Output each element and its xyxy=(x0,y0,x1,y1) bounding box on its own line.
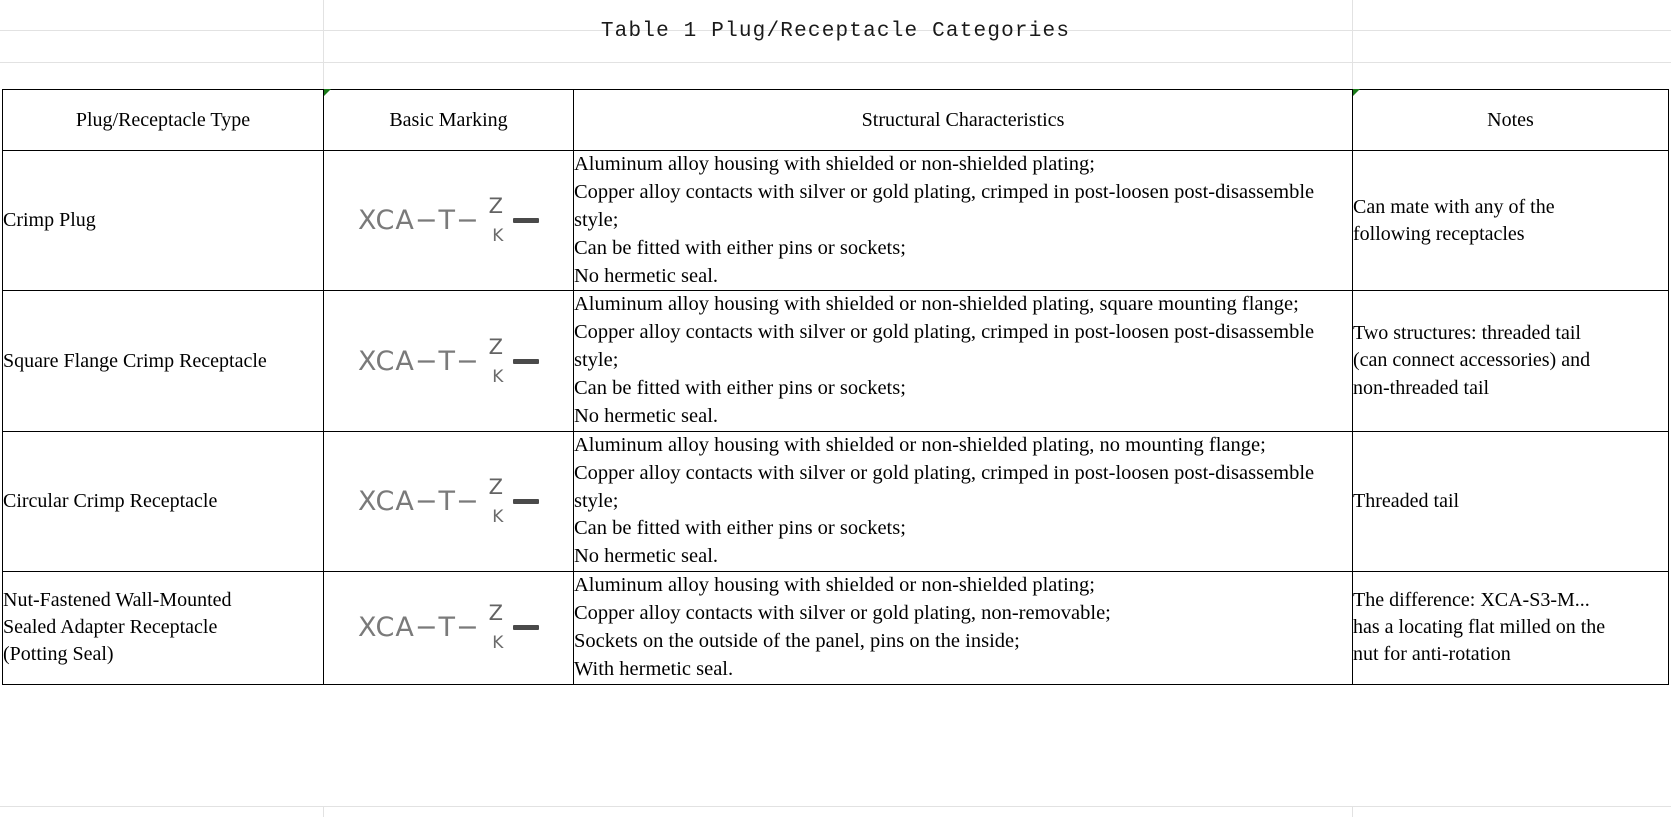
grid-line-horizontal xyxy=(0,62,1671,63)
column-header-structural-characteristics: Structural Characteristics xyxy=(573,89,1353,151)
structural-line: No hermetic seal. xyxy=(574,404,719,427)
structural-line: Aluminum alloy housing with shielded or … xyxy=(574,153,1095,175)
structural-line: Aluminum alloy housing with shielded or … xyxy=(574,433,1266,456)
cell-notes: The difference: XCA-S3-M... has a locati… xyxy=(1352,571,1669,685)
marking-prefix-text: XCA−T− xyxy=(358,485,480,517)
notes-line: Two structures: threaded tail xyxy=(1353,322,1581,345)
cell-basic-marking: XCA−T− Z K xyxy=(323,571,574,685)
type-line: Crimp Plug xyxy=(3,209,96,232)
type-line: (Potting Seal) xyxy=(3,643,114,666)
cell-plug-receptacle-type: Square Flange Crimp Receptacle xyxy=(2,290,324,432)
structural-line: Copper alloy contacts with silver or gol… xyxy=(574,461,1315,512)
type-line: Sealed Adapter Receptacle xyxy=(3,616,218,639)
marking-stacked-codes: Z K xyxy=(489,603,505,652)
structural-line: Copper alloy contacts with silver or gol… xyxy=(574,602,1111,624)
basic-marking-image: XCA−T− Z K xyxy=(358,474,539,527)
notes-line: non-threaded tail xyxy=(1353,376,1490,399)
structural-line: Can be fitted with either pins or socket… xyxy=(574,517,906,540)
structural-line: Copper alloy contacts with silver or gol… xyxy=(574,321,1315,372)
table-row: Square Flange Crimp Receptacle XCA−T− Z … xyxy=(2,290,1669,432)
marking-trailing-dash-icon xyxy=(512,358,539,364)
structural-line: Aluminum alloy housing with shielded or … xyxy=(574,293,1299,316)
structural-line: No hermetic seal. xyxy=(574,545,719,568)
structural-line: Aluminum alloy housing with shielded or … xyxy=(574,574,1095,597)
column-header-notes: Notes xyxy=(1352,89,1669,151)
structural-line: Can be fitted with either pins or socket… xyxy=(574,377,906,399)
cell-notes: Two structures: threaded tail (can conne… xyxy=(1352,290,1669,432)
grid-line-vertical xyxy=(1352,806,1353,817)
table-header-row: Plug/Receptacle Type Basic Marking Struc… xyxy=(2,89,1669,151)
cell-basic-marking: XCA−T− Z K xyxy=(323,149,574,292)
marking-code-bottom: K xyxy=(492,633,504,654)
cell-basic-marking: XCA−T− Z K xyxy=(323,290,574,432)
marking-trailing-dash-icon xyxy=(512,625,539,631)
basic-marking-image: XCA−T− Z K xyxy=(358,334,539,387)
marking-trailing-dash-icon xyxy=(512,218,539,224)
structural-line: Can be fitted with either pins or socket… xyxy=(574,236,906,259)
marking-code-top: Z xyxy=(488,194,503,219)
type-line: Nut-Fastened Wall-Mounted xyxy=(3,589,232,612)
cell-basic-marking: XCA−T− Z K xyxy=(323,430,574,573)
structural-line: Sockets on the outside of the panel, pin… xyxy=(574,629,1020,652)
basic-marking-image: XCA−T− Z K xyxy=(358,196,539,245)
table-row: Circular Crimp Receptacle XCA−T− Z K Alu… xyxy=(2,430,1669,573)
notes-line: following receptacles xyxy=(1353,222,1525,245)
plug-receptacle-categories-table: Plug/Receptacle Type Basic Marking Struc… xyxy=(2,89,1669,685)
marking-code-top: Z xyxy=(488,474,503,499)
marking-trailing-dash-icon xyxy=(512,498,539,504)
table-row: Crimp Plug XCA−T− Z K Aluminum alloy hou… xyxy=(2,149,1669,292)
marking-code-top: Z xyxy=(488,601,503,626)
marking-code-bottom: K xyxy=(492,506,504,527)
type-line: Circular Crimp Receptacle xyxy=(3,489,218,512)
marking-stacked-codes: Z K xyxy=(488,334,505,387)
marking-code-bottom: K xyxy=(492,226,504,247)
marking-prefix-text: XCA−T− xyxy=(358,345,480,377)
column-header-plug-receptacle-type: Plug/Receptacle Type xyxy=(2,89,324,151)
table-row: Nut-Fastened Wall-Mounted Sealed Adapter… xyxy=(2,571,1669,685)
cell-notes: Threaded tail xyxy=(1352,430,1669,573)
basic-marking-image: XCA−T− Z K xyxy=(358,603,539,652)
marking-prefix-text: XCA−T− xyxy=(358,205,480,237)
marking-prefix-text: XCA−T− xyxy=(358,612,480,644)
cell-structural-characteristics: Aluminum alloy housing with shielded or … xyxy=(573,430,1353,573)
notes-line: Can mate with any of the xyxy=(1353,195,1555,218)
grid-line-horizontal xyxy=(0,806,1671,807)
cell-plug-receptacle-type: Circular Crimp Receptacle xyxy=(2,430,324,573)
type-line: Square Flange Crimp Receptacle xyxy=(3,349,267,372)
cell-structural-characteristics: Aluminum alloy housing with shielded or … xyxy=(573,571,1353,685)
page-title: Table 1 Plug/Receptacle Categories xyxy=(600,19,1071,43)
cell-plug-receptacle-type: Crimp Plug xyxy=(2,149,324,292)
cell-plug-receptacle-type: Nut-Fastened Wall-Mounted Sealed Adapter… xyxy=(2,571,324,685)
structural-line: No hermetic seal. xyxy=(574,264,719,287)
notes-line: has a locating flat milled on the xyxy=(1353,616,1606,639)
marking-stacked-codes: Z K xyxy=(489,196,505,245)
marking-code-bottom: K xyxy=(492,366,504,387)
cell-structural-characteristics: Aluminum alloy housing with shielded or … xyxy=(573,290,1353,432)
structural-line: Copper alloy contacts with silver or gol… xyxy=(574,180,1315,231)
cell-structural-characteristics: Aluminum alloy housing with shielded or … xyxy=(573,149,1353,292)
notes-line: The difference: XCA-S3-M... xyxy=(1353,589,1590,612)
column-header-basic-marking: Basic Marking xyxy=(323,89,574,151)
marking-code-top: Z xyxy=(488,334,503,359)
notes-line: (can connect accessories) and xyxy=(1353,349,1591,372)
grid-line-vertical xyxy=(323,806,324,817)
marking-stacked-codes: Z K xyxy=(488,474,505,527)
notes-line: nut for anti-rotation xyxy=(1353,643,1511,666)
structural-line: With hermetic seal. xyxy=(574,657,734,680)
title-band: Table 1 Plug/Receptacle Categories xyxy=(0,0,1671,62)
cell-notes: Can mate with any of the following recep… xyxy=(1352,149,1669,292)
notes-line: Threaded tail xyxy=(1353,489,1460,512)
